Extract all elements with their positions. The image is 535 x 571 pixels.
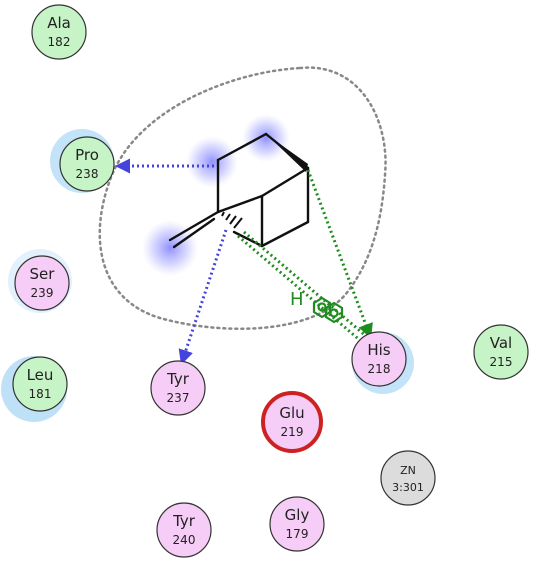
residue-number: 237: [167, 391, 190, 405]
pi-interaction-line: [237, 234, 363, 344]
residue-number: 219: [281, 425, 304, 439]
residue-number: 218: [368, 362, 391, 376]
residue-number: 182: [48, 35, 71, 49]
residue-tyr237[interactable]: Tyr 237: [150, 360, 206, 416]
residue-zn301[interactable]: ZN 3:301: [380, 450, 436, 506]
residue-number: 215: [490, 355, 513, 369]
residue-gly179[interactable]: Gly 179: [269, 496, 325, 552]
residue-name: Ser: [30, 265, 56, 283]
residue-name: Val: [490, 334, 512, 352]
residue-ala182[interactable]: Ala 182: [31, 4, 87, 60]
ligand-structure: [168, 132, 310, 249]
residue-name: Pro: [75, 146, 99, 164]
residue-name: Tyr: [166, 370, 190, 388]
hbond-to-his218: [306, 169, 373, 339]
residue-name: His: [367, 341, 390, 359]
residue-number: 3:301: [392, 481, 424, 494]
residue-name: Tyr: [172, 512, 196, 530]
residue-number: 181: [29, 387, 52, 401]
hash-bond: [221, 211, 243, 229]
residue-glu219[interactable]: Glu 219: [261, 391, 323, 453]
ligand-contact-glow: [186, 136, 238, 188]
pocket-outline: [98, 66, 387, 331]
residue-number: 179: [286, 527, 309, 541]
residue-name: ZN: [400, 464, 416, 477]
aromatic-ring-icon: [312, 296, 344, 324]
residue-ser239[interactable]: Ser 239: [8, 249, 72, 313]
hbond-to-tyr237: [178, 229, 228, 365]
residue-number: 238: [76, 167, 99, 181]
residue-his218[interactable]: His 218: [351, 331, 414, 394]
residue-name: Ala: [47, 14, 71, 32]
residue-tyr240[interactable]: Tyr 240: [156, 502, 212, 558]
residue-name: Gly: [285, 506, 310, 524]
wedge-bond: [266, 134, 308, 172]
pi-interaction-line: [243, 230, 367, 338]
residue-number: 239: [31, 286, 54, 300]
residue-val215[interactable]: Val 215: [473, 324, 529, 380]
residue-number: 240: [173, 533, 196, 547]
interaction-h-label: H: [290, 289, 304, 310]
residue-pro238[interactable]: Pro 238: [50, 129, 115, 193]
residue-name: Leu: [27, 366, 54, 384]
ligand-contact-glow: [242, 114, 290, 162]
ligand-contact-glow: [142, 220, 198, 276]
residue-name: Glu: [279, 404, 304, 422]
residue-leu181[interactable]: Leu 181: [1, 356, 68, 422]
